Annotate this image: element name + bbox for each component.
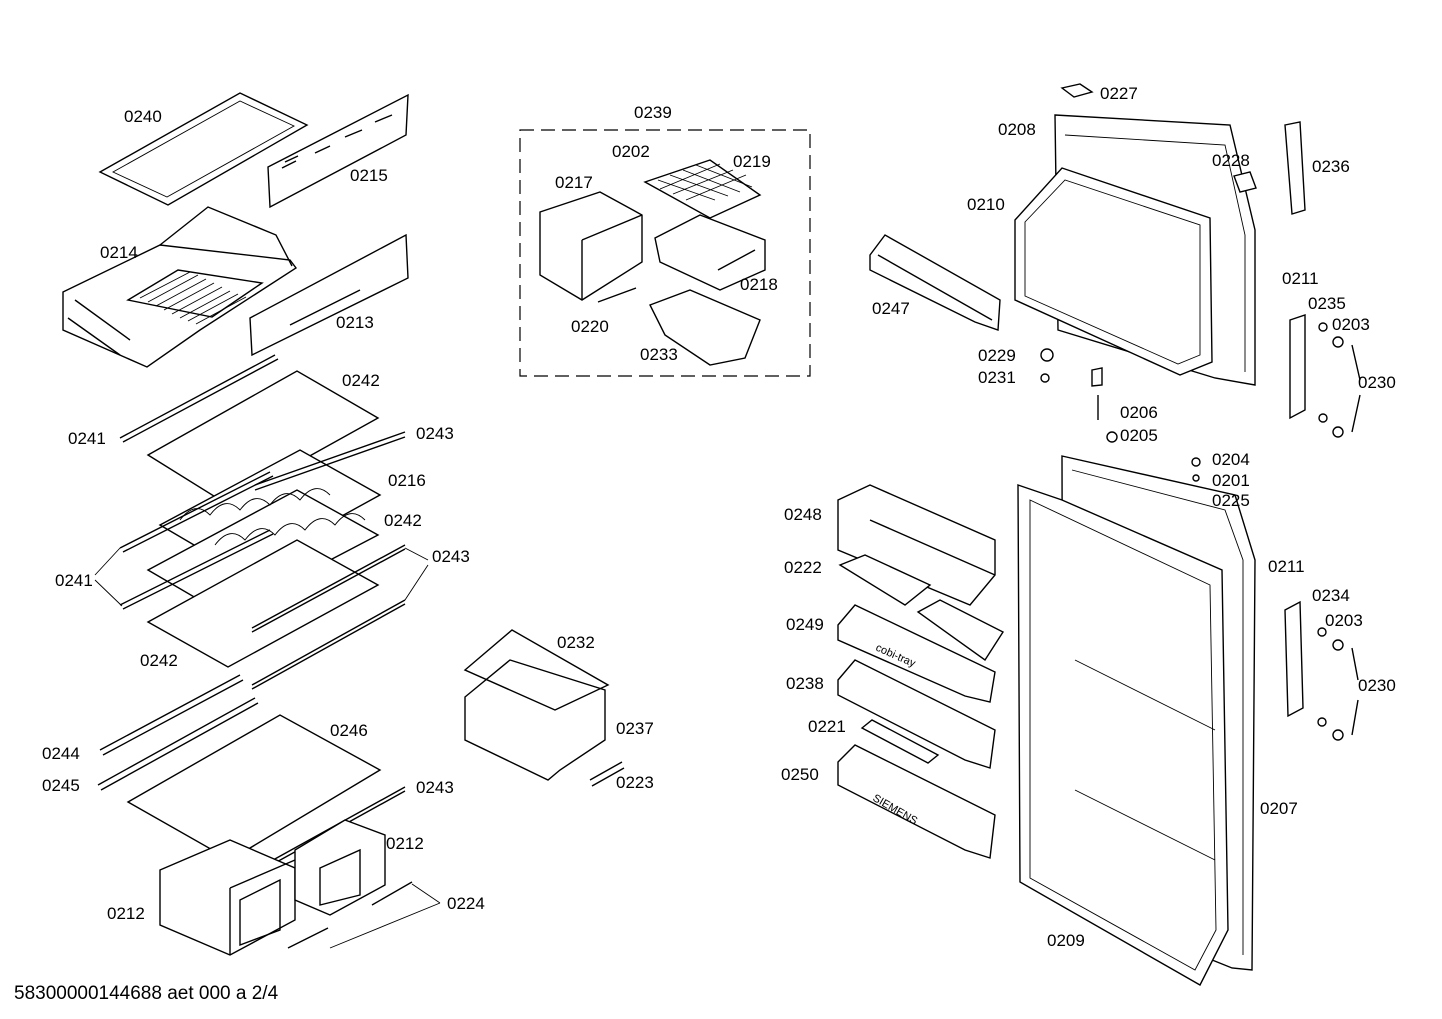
label-0205: 0205 (1120, 426, 1158, 445)
label-0239: 0239 (634, 103, 672, 122)
label-0247: 0247 (872, 299, 910, 318)
part-0219-ice-tray (643, 159, 762, 219)
label-0211: 0211 (1282, 269, 1319, 288)
label-0230: 0230 (1358, 676, 1396, 695)
label-0222: 0222 (784, 558, 822, 577)
label-0233: 0233 (640, 345, 678, 364)
part-0221-strip (860, 719, 940, 764)
label-0216: 0216 (388, 471, 426, 490)
label-0213: 0213 (336, 313, 374, 332)
label-0207: 0207 (1260, 799, 1298, 818)
label-0223: 0223 (616, 773, 654, 792)
label-0219: 0219 (733, 152, 771, 171)
footer-code: 58300000144688 aet 000 a 2/4 (14, 983, 279, 1004)
label-0214: 0214 (100, 243, 138, 262)
label-0243: 0243 (416, 424, 454, 443)
label-0246: 0246 (330, 721, 368, 740)
label-0228: 0228 (1212, 151, 1250, 170)
part-0232-0237-drawer (463, 629, 625, 787)
glass-shelves (119, 354, 406, 690)
label-0206: 0206 (1120, 403, 1158, 422)
part-0212-crisper-bins (159, 819, 413, 956)
part-0215-vent-panel (267, 93, 409, 209)
label-0249: 0249 (786, 615, 824, 634)
part-rails-0244-0245 (97, 674, 259, 791)
label-0203: 0203 (1325, 611, 1363, 630)
part-0220-strip (597, 287, 637, 303)
label-0231: 0231 (978, 368, 1016, 387)
label-0234: 0234 (1312, 586, 1350, 605)
part-0210-upper-gasket (1014, 167, 1213, 376)
label-0204: 0204 (1212, 450, 1250, 469)
label-0225: 0225 (1212, 491, 1250, 510)
label-0217: 0217 (555, 173, 593, 192)
label-0250: 0250 (781, 765, 819, 784)
label-0221: 0221 (808, 717, 846, 736)
label-0212: 0212 (107, 904, 145, 923)
label-0236: 0236 (1312, 157, 1350, 176)
part-0218-ice-drawer (654, 214, 766, 291)
label-0238: 0238 (786, 674, 824, 693)
part-0227-cap (1060, 83, 1094, 98)
label-0245: 0245 (42, 776, 80, 795)
label-0202: 0202 (612, 142, 650, 161)
label-0241: 0241 (68, 429, 106, 448)
part-0235-handle (1289, 314, 1306, 420)
part-0238-shelf (837, 659, 996, 769)
label-0237: 0237 (616, 719, 654, 738)
label-0243: 0243 (416, 778, 454, 797)
label-0242: 0242 (342, 371, 380, 390)
part-0234-handle (1284, 600, 1304, 718)
part-0228-cap (1233, 171, 1257, 193)
label-0229: 0229 (978, 346, 1016, 365)
part-0213-front-panel (249, 233, 409, 357)
label-0227: 0227 (1100, 84, 1138, 103)
part-labels: 0240 0215 0214 0213 0242 0241 0243 0216 … (42, 84, 1396, 950)
label-0208: 0208 (998, 120, 1036, 139)
label-0248: 0248 (784, 505, 822, 524)
label-0210: 0210 (967, 195, 1005, 214)
label-0244: 0244 (42, 744, 80, 763)
label-0201: 0201 (1212, 471, 1250, 490)
label-0212: 0212 (386, 834, 424, 853)
label-0243: 0243 (432, 547, 470, 566)
leader-lines (94, 547, 441, 949)
kit-0239-boundary (519, 129, 811, 377)
label-0242: 0242 (384, 511, 422, 530)
label-0232: 0232 (557, 633, 595, 652)
part-0248-bin (837, 484, 996, 606)
part-0247-door-shelf (869, 234, 1001, 331)
part-0209-lower-gasket (1017, 484, 1229, 986)
label-0240: 0240 (124, 107, 162, 126)
label-0220: 0220 (571, 317, 609, 336)
label-0241: 0241 (55, 571, 93, 590)
label-0211: 0211 (1268, 557, 1305, 576)
part-0236-hinge (1284, 121, 1306, 215)
label-0230: 0230 (1358, 373, 1396, 392)
part-0249-tray: cobi-tray (837, 604, 996, 703)
label-0203: 0203 (1332, 315, 1370, 334)
part-0240-shelf-frame (98, 92, 309, 206)
part-0217-ice-box (539, 191, 643, 301)
label-0209: 0209 (1047, 931, 1085, 950)
part-0214-drawer (62, 206, 298, 368)
label-0235: 0235 (1308, 294, 1346, 313)
hardware-lower (1317, 627, 1359, 741)
label-0242: 0242 (140, 651, 178, 670)
label-0218: 0218 (740, 275, 778, 294)
part-0233-bin (649, 289, 761, 366)
label-0224: 0224 (447, 894, 485, 913)
part-0222-egg-tray (838, 554, 1005, 661)
label-0215: 0215 (350, 166, 388, 185)
